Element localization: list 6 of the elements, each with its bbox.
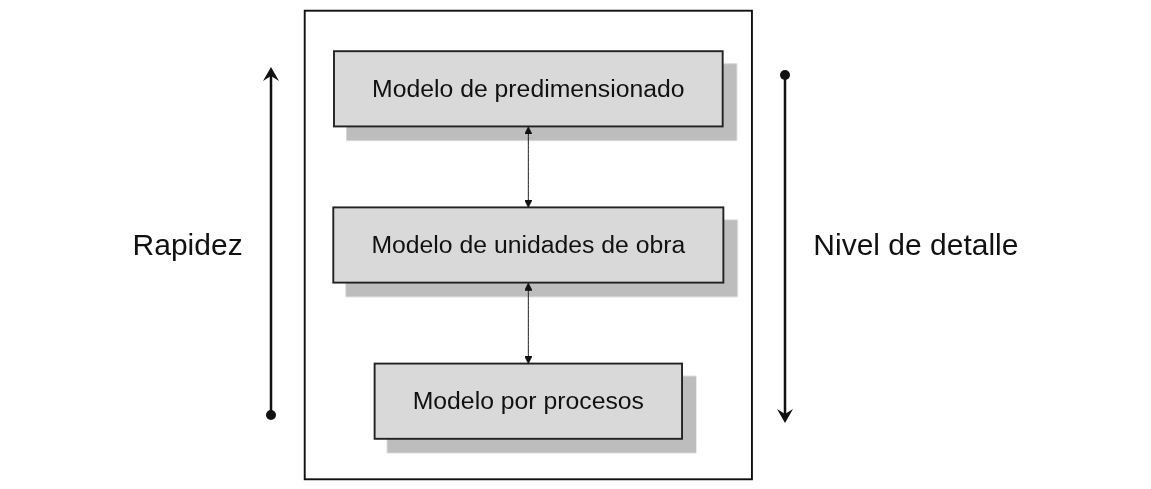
node-box: Modelo por procesos xyxy=(373,362,683,440)
node-box: Modelo de predimensionado xyxy=(332,49,724,127)
cluster xyxy=(303,9,753,480)
node-box: Modelo de unidades de obra xyxy=(332,205,724,284)
axis-label: Rapidez xyxy=(132,227,243,262)
axis-label: Nivel de detalle xyxy=(813,227,1019,262)
